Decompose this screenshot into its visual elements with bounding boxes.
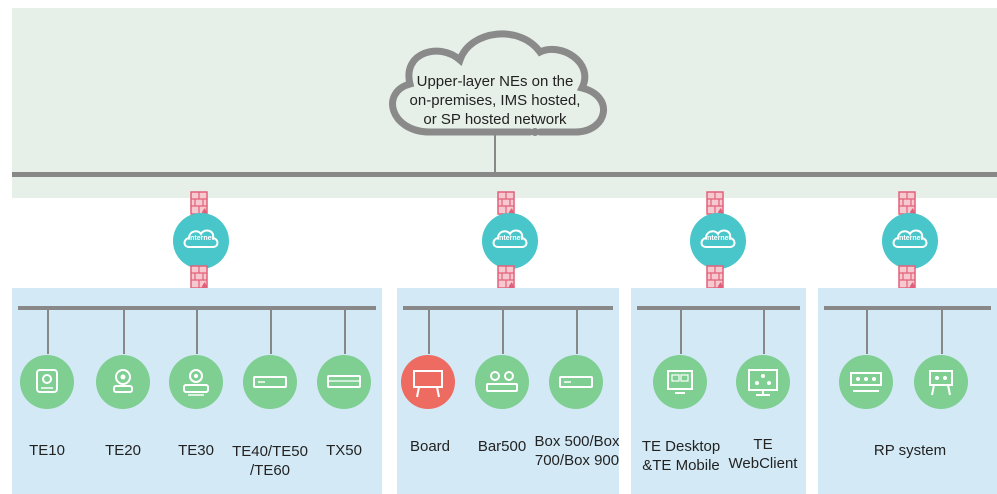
device-connector (270, 310, 272, 354)
device-connector (123, 310, 125, 354)
device-label: Box 500/Box 700/Box 900 (534, 433, 620, 469)
internet-icon: Internet (173, 213, 229, 269)
device-connector (47, 310, 49, 354)
device-label: Bar500 (477, 438, 527, 455)
group-bus-line (403, 306, 613, 310)
camera-icon (96, 355, 150, 409)
internet-label: Internet (705, 235, 731, 242)
device-label: TE Desktop &TE Mobile (641, 438, 721, 474)
cloud-connector (494, 132, 496, 174)
device-label: RP system (873, 442, 947, 459)
device-label: TE40/TE50 /TE60 (232, 443, 308, 479)
cloud-text: Upper-layer NEs on the on-premises, IMS … (409, 73, 581, 128)
te10-icon (20, 355, 74, 409)
internet-icon: Internet (882, 213, 938, 269)
internet-icon: Internet (690, 213, 746, 269)
firewall-icon (190, 265, 208, 292)
device-connector (763, 310, 765, 354)
bar-icon (475, 355, 529, 409)
desktop-icon (653, 355, 707, 409)
upper-network-panel (12, 8, 997, 198)
room-icon (839, 355, 893, 409)
camera-base-icon (169, 355, 223, 409)
room-icon (914, 355, 968, 409)
device-label: TE WebClient (728, 436, 798, 472)
box-icon (243, 355, 297, 409)
group-bus-line (18, 306, 376, 310)
device-connector (576, 310, 578, 354)
backbone-line (12, 172, 997, 177)
device-connector (502, 310, 504, 354)
device-label: Board (409, 438, 451, 455)
monitor-icon (736, 355, 790, 409)
device-label: TE20 (105, 442, 141, 459)
group-bus-line (637, 306, 800, 310)
device-connector (428, 310, 430, 354)
device-connector (941, 310, 943, 354)
device-label: TE30 (178, 442, 214, 459)
internet-icon: Internet (482, 213, 538, 269)
device-label: TX50 (326, 442, 362, 459)
internet-label: Internet (897, 235, 923, 242)
internet-label: Internet (497, 235, 523, 242)
cloud-icon (389, 30, 607, 136)
internet-label: Internet (188, 235, 214, 242)
device-connector (344, 310, 346, 354)
box-icon (549, 355, 603, 409)
board-icon (401, 355, 455, 409)
device-connector (196, 310, 198, 354)
group-bus-line (824, 306, 991, 310)
device-label: TE10 (29, 442, 65, 459)
box-icon (317, 355, 371, 409)
device-connector (866, 310, 868, 354)
device-connector (680, 310, 682, 354)
firewall-icon (497, 265, 515, 292)
